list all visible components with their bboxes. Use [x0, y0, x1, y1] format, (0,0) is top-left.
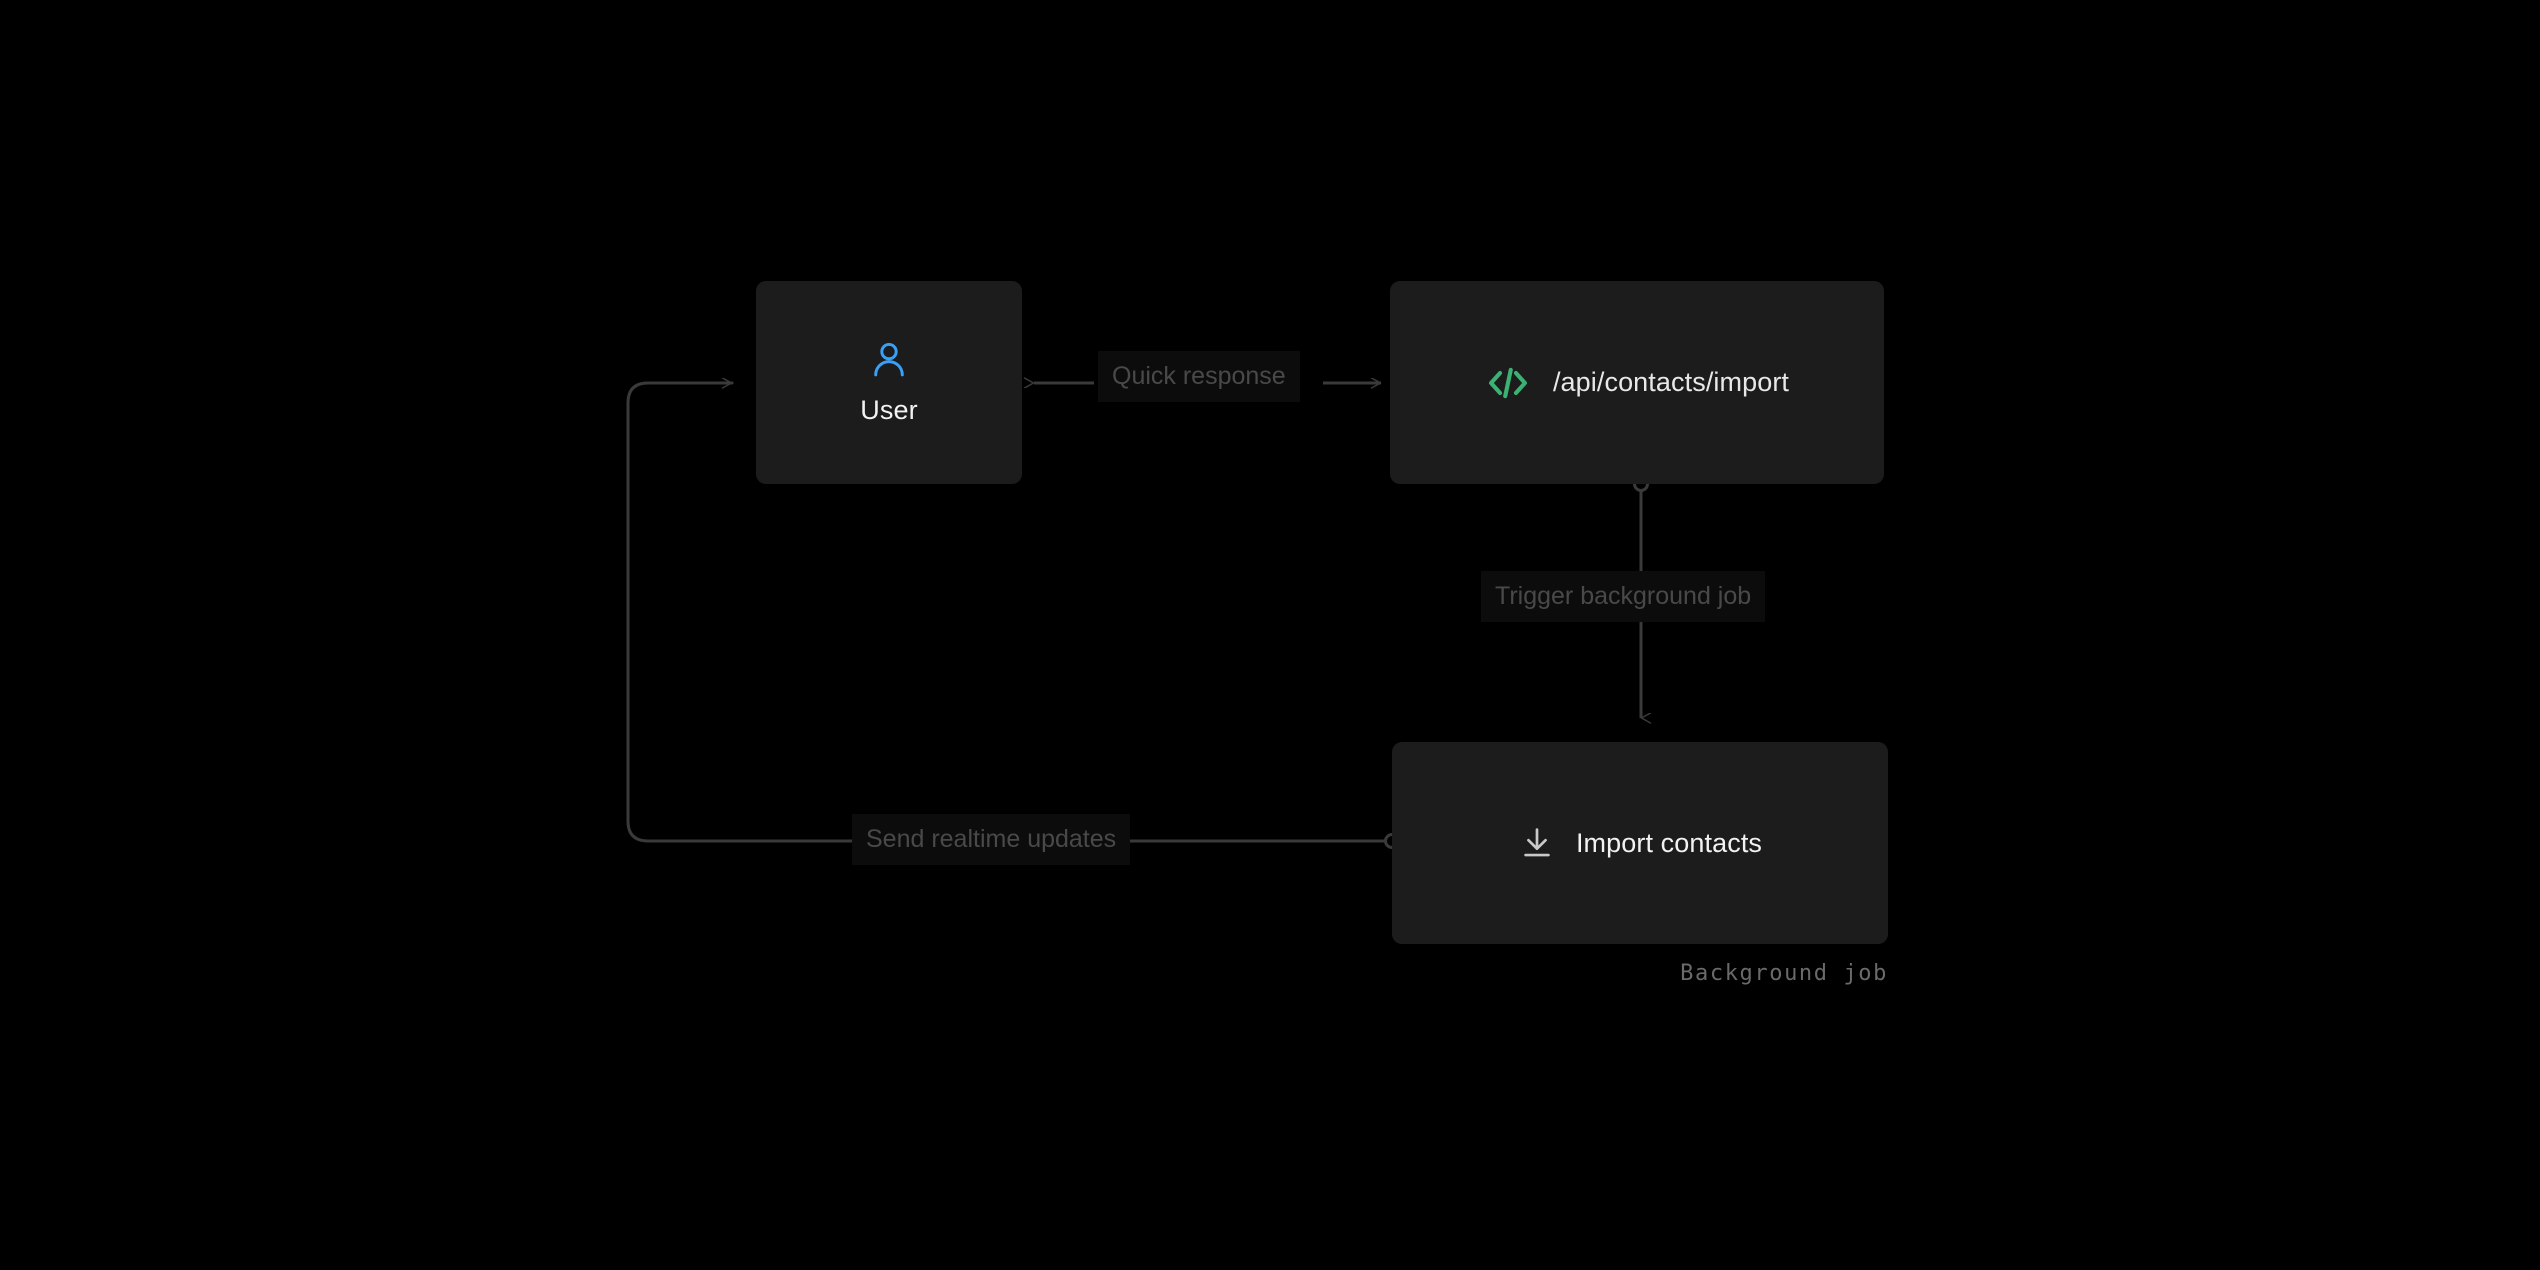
- edge-label-quick-response: Quick response: [1098, 351, 1300, 402]
- code-brackets-icon: [1485, 364, 1531, 402]
- node-job[interactable]: Import contacts: [1392, 742, 1888, 944]
- node-user[interactable]: User: [756, 281, 1022, 484]
- node-api-label: /api/contacts/import: [1552, 367, 1790, 397]
- user-icon: [868, 339, 910, 381]
- download-arrow-icon: [1518, 824, 1556, 862]
- edge-label-trigger-background-job: Trigger background job: [1481, 571, 1766, 622]
- edge-label-send-realtime-updates: Send realtime updates: [852, 814, 1131, 865]
- node-user-label: User: [860, 395, 918, 425]
- node-job-label: Import contacts: [1575, 827, 1763, 858]
- node-api[interactable]: /api/contacts/import: [1390, 281, 1884, 484]
- node-job-caption: Background job: [1680, 961, 1888, 986]
